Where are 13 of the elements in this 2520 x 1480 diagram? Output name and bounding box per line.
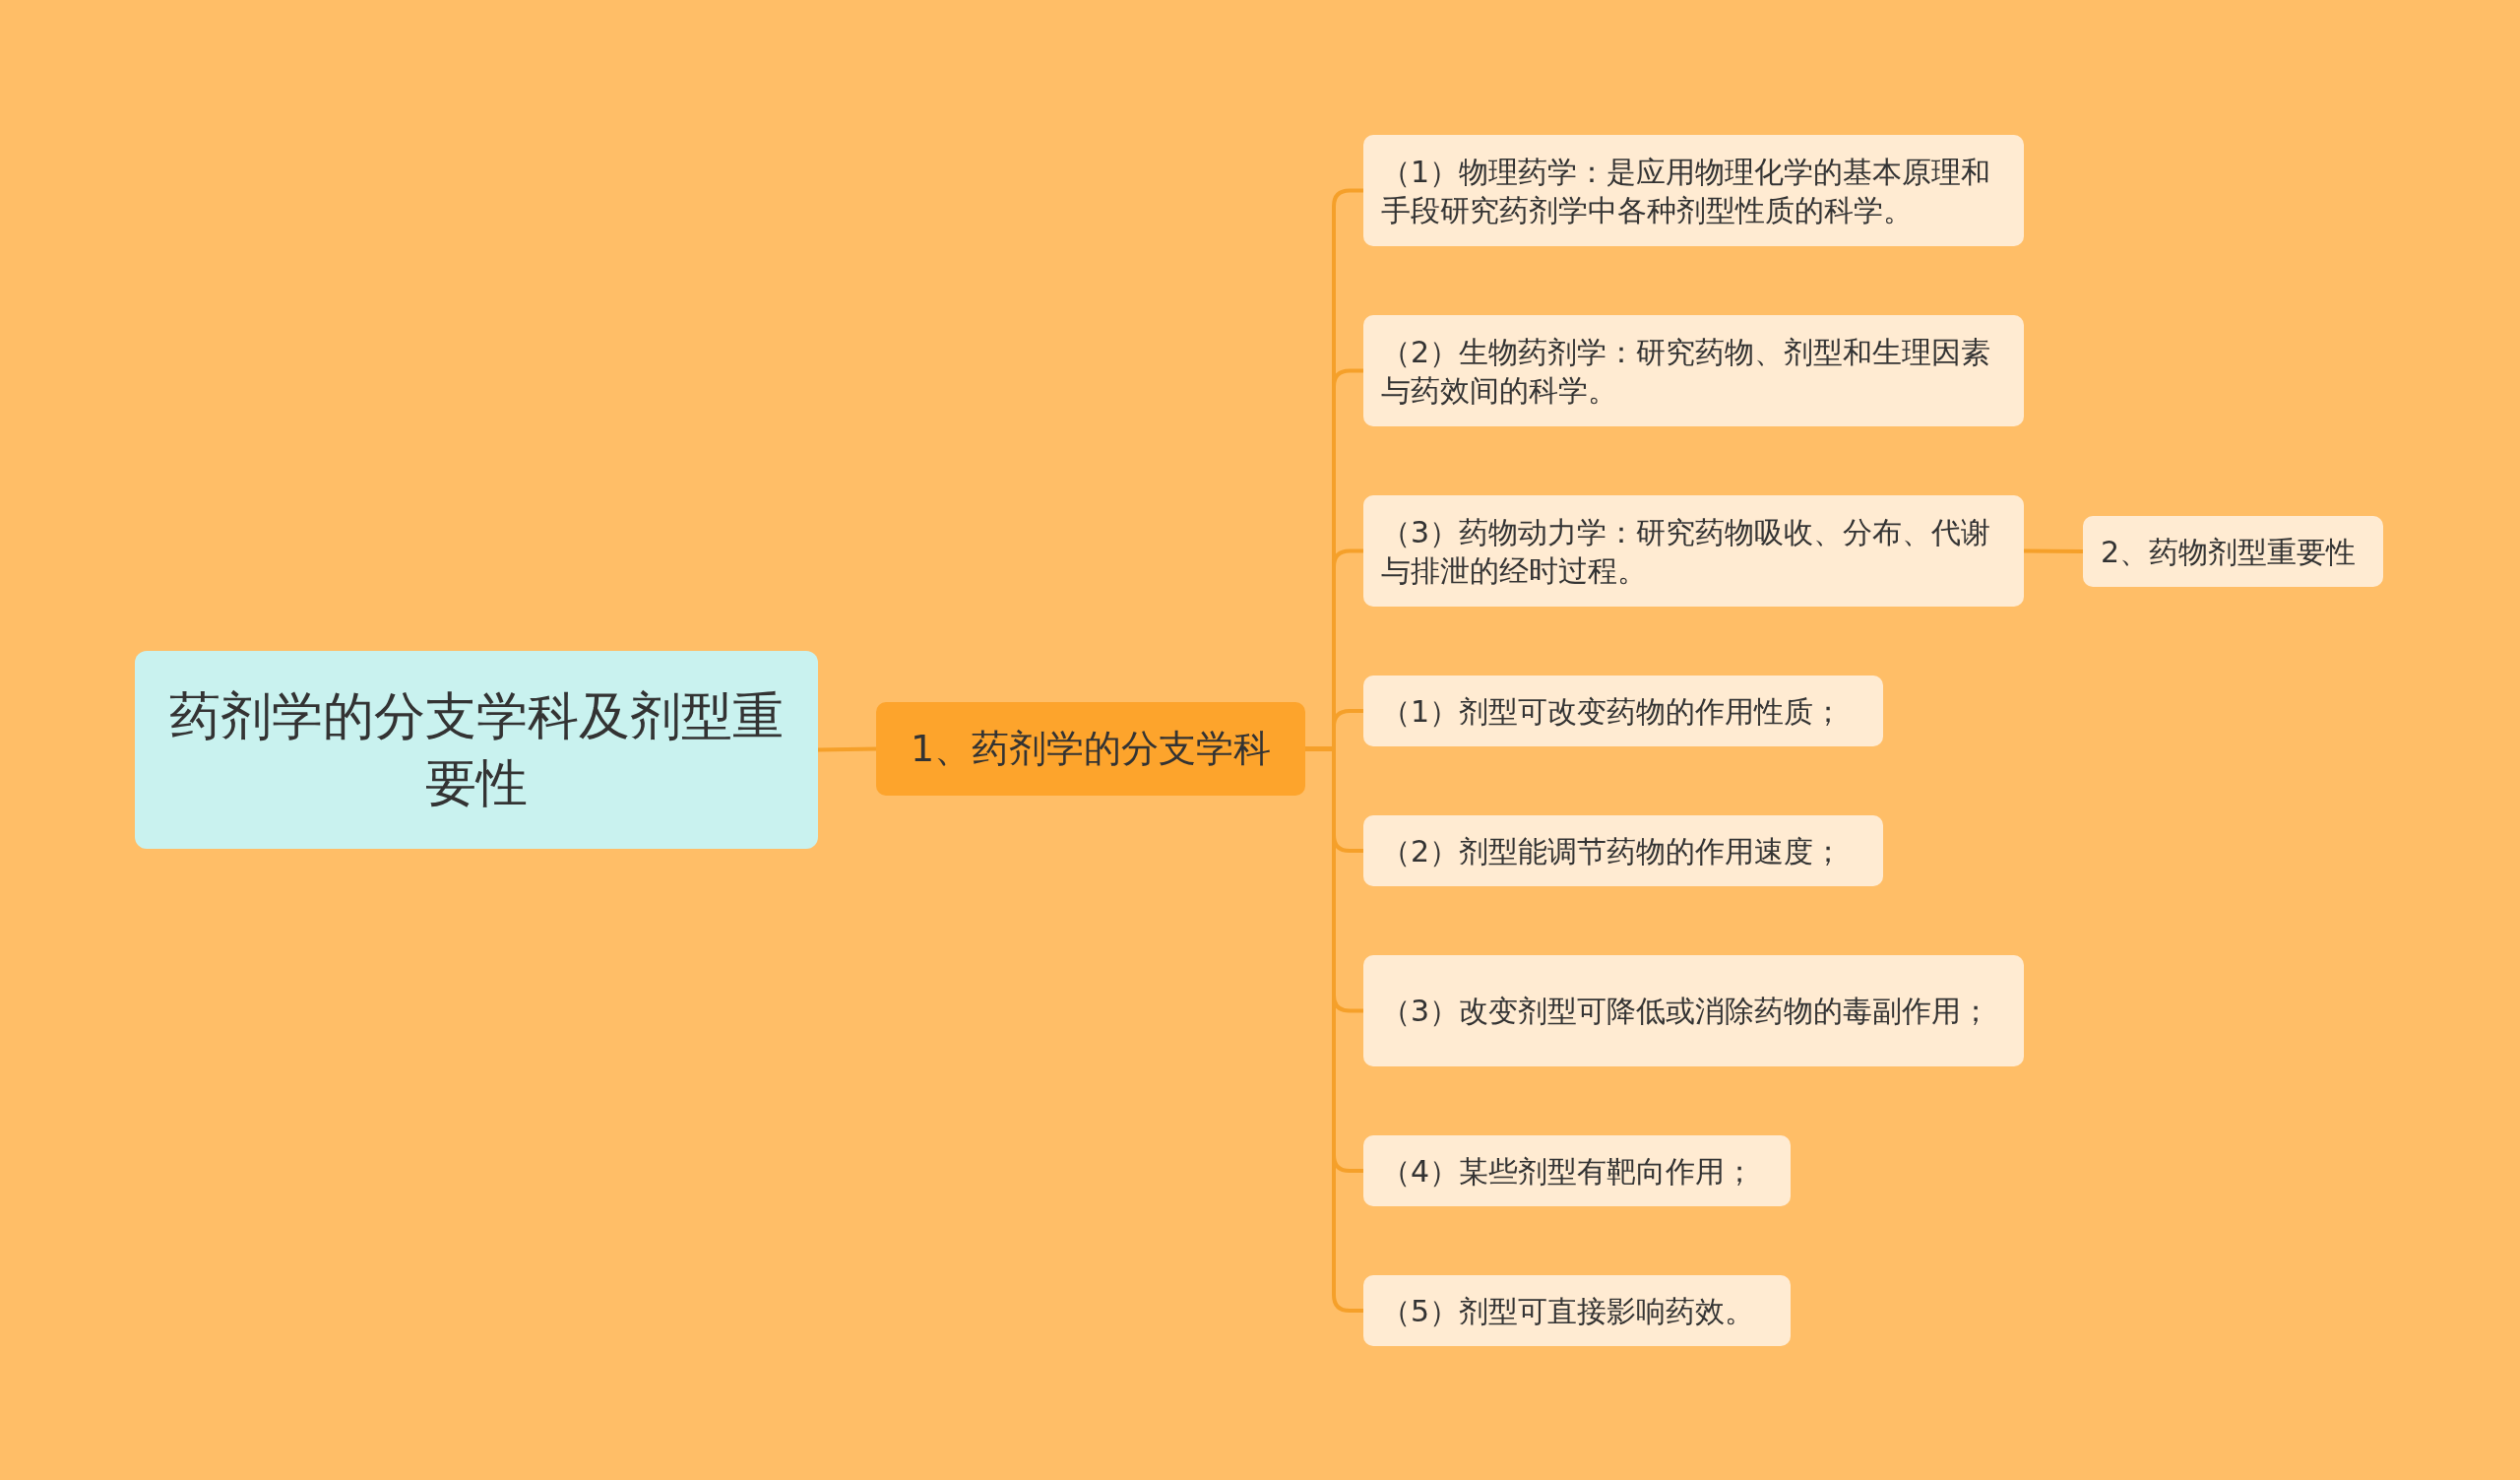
branch-topic-box: 1、药剂学的分支学科	[876, 702, 1305, 796]
subtopic-box: （2）生物药剂学：研究药物、剂型和生理因素与药效间的科学。	[1363, 315, 2024, 426]
subtopic-box: （3）改变剂型可降低或消除药物的毒副作用；	[1363, 955, 2024, 1066]
subtopic-box: （1）剂型可改变药物的作用性质；	[1363, 676, 1883, 746]
subtopic-box: （4）某些剂型有靶向作用；	[1363, 1135, 1791, 1206]
connector-line	[817, 746, 877, 752]
root-topic-box: 药剂学的分支学科及剂型重要性	[135, 651, 818, 849]
subtopic-box: （2）剂型能调节药物的作用速度；	[1363, 815, 1883, 886]
subtopic-box: （3）药物动力学：研究药物吸收、分布、代谢与排泄的经时过程。	[1363, 495, 2024, 607]
subtopic-box: 2、药物剂型重要性	[2083, 516, 2383, 587]
subtopic-box: （1）物理药学：是应用物理化学的基本原理和手段研究药剂学中各种剂型性质的科学。	[1363, 135, 2024, 246]
connector-line	[2024, 548, 2083, 553]
subtopic-box: （5）剂型可直接影响药效。	[1363, 1275, 1791, 1346]
